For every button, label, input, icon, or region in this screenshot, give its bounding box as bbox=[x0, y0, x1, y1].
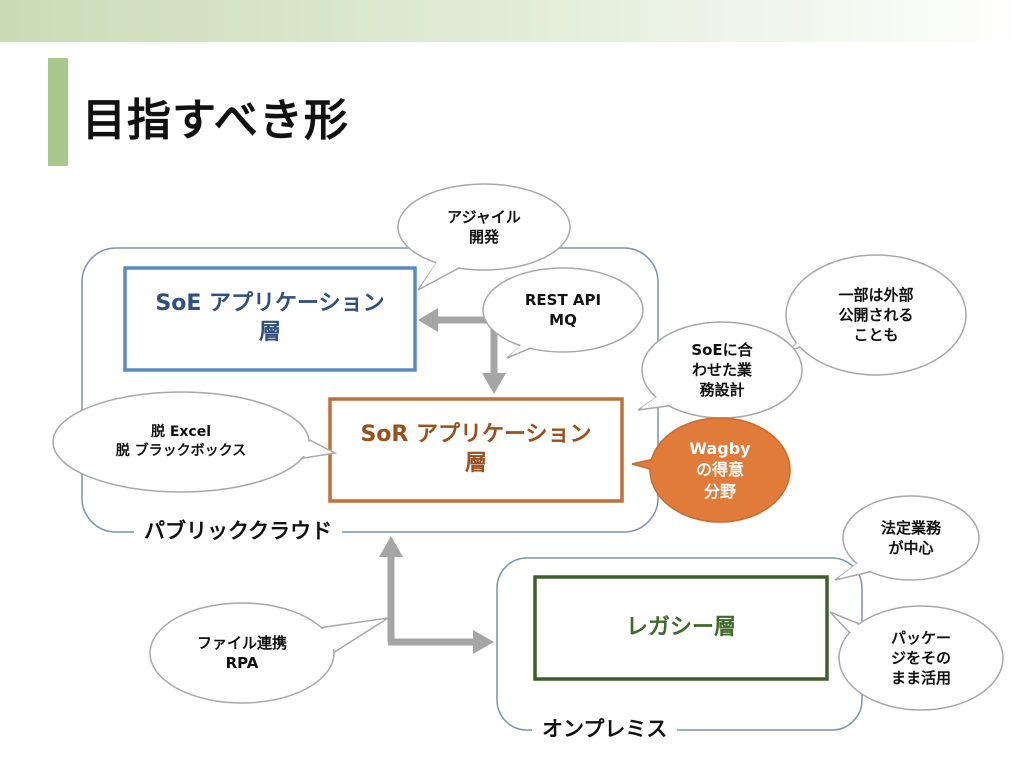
legacy-layer-label: レガシー層 bbox=[625, 614, 736, 640]
callout-legal bbox=[834, 495, 980, 581]
onpremise-label: オンプレミス bbox=[532, 715, 678, 745]
callout-soe-design-text: SoEに合 わせた業 務設計 bbox=[691, 340, 753, 400]
callout-partial-public bbox=[785, 254, 967, 376]
callout-excel-blackbox bbox=[52, 391, 338, 493]
callout-package bbox=[829, 605, 1004, 711]
legacy-layer-box bbox=[533, 575, 829, 681]
callout-package-text: パッケー ジをその まま活用 bbox=[890, 628, 951, 688]
callout-file-rpa-text: ファイル連携 RPA bbox=[196, 633, 287, 672]
soe-layer-label: SoE アプリケーション 層 bbox=[155, 291, 385, 345]
callout-rest-mq-text: REST API MQ bbox=[524, 290, 602, 329]
callout-file-rpa bbox=[149, 602, 389, 704]
callout-partial-public-text: 一部は外部 公開される ことも bbox=[838, 285, 914, 345]
soe-layer-box bbox=[123, 266, 417, 372]
header-band bbox=[0, 0, 1024, 42]
callout-agile-text: アジャイル 開発 bbox=[447, 207, 521, 246]
callout-wagby bbox=[631, 417, 791, 523]
sor-layer-label: SoR アプリケーション 層 bbox=[360, 422, 592, 476]
sor-layer-box bbox=[328, 397, 624, 503]
callout-wagby-text: Wagby の得意 分野 bbox=[689, 438, 751, 501]
callout-soe-design bbox=[637, 321, 803, 419]
public-cloud-label: パブリッククラウド bbox=[134, 517, 343, 547]
callout-rest-mq bbox=[482, 267, 644, 359]
callout-excel-blackbox-text: 脱 Excel 脱 ブラックボックス bbox=[115, 424, 247, 459]
callout-legal-text: 法定業務 が中心 bbox=[880, 518, 941, 557]
title-accent-bar bbox=[48, 58, 68, 166]
page-title: 目指すべき形 bbox=[82, 95, 349, 146]
callout-agile bbox=[397, 183, 571, 291]
